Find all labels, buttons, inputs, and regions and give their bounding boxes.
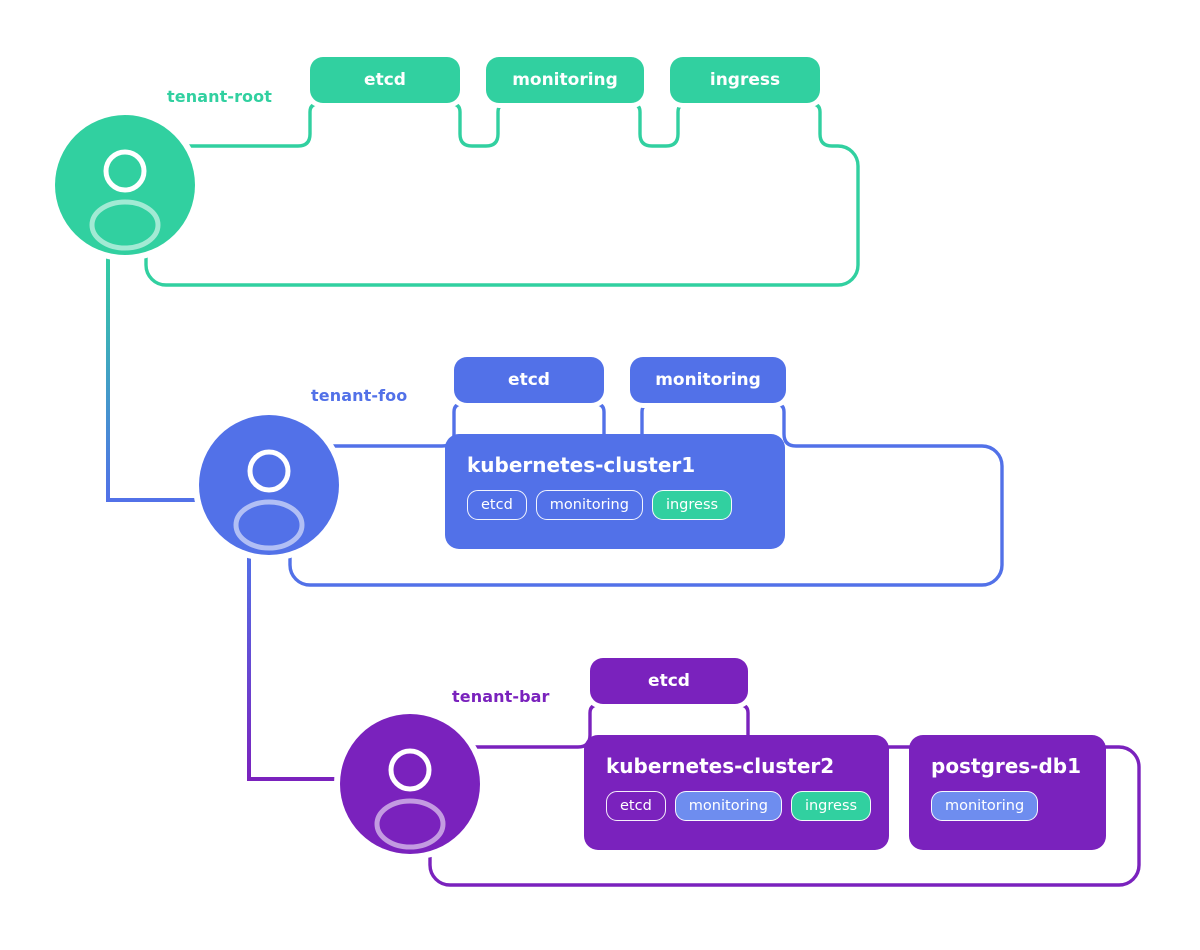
chip-label: monitoring (655, 370, 761, 390)
chip-label: etcd (648, 671, 690, 691)
card-title: kubernetes-cluster1 (467, 453, 696, 477)
tenant-root-chip-ingress[interactable]: ingress (670, 57, 820, 103)
chip-label: monitoring (512, 70, 618, 90)
tenant-bar-avatar[interactable] (340, 714, 480, 854)
card-pill-list: etcd monitoring ingress (606, 791, 872, 821)
tenant-bar-label: tenant-bar (445, 688, 557, 706)
tenant-root-label: tenant-root (160, 88, 279, 106)
chip-label: etcd (508, 370, 550, 390)
pill-etcd[interactable]: etcd (467, 490, 527, 520)
tenant-bar-outline (428, 703, 1141, 887)
card-title: kubernetes-cluster2 (606, 754, 835, 778)
tenant-foo-chip-etcd[interactable]: etcd (454, 357, 604, 403)
user-avatar-icon (233, 449, 305, 551)
tenant-root-outline (144, 102, 860, 287)
user-avatar-icon (89, 149, 161, 251)
pill-monitoring[interactable]: monitoring (931, 791, 1039, 821)
pill-ingress[interactable]: ingress (651, 490, 733, 520)
chip-label: etcd (364, 70, 406, 90)
user-avatar-icon (374, 748, 446, 850)
chip-label: ingress (709, 70, 781, 90)
tenant-root-avatar[interactable] (55, 115, 195, 255)
pill-monitoring[interactable]: monitoring (674, 791, 782, 821)
card-title: postgres-db1 (931, 754, 1082, 778)
card-pill-list: etcd monitoring ingress (467, 490, 763, 520)
tenant-bar-chip-etcd[interactable]: etcd (590, 658, 748, 704)
pill-monitoring[interactable]: monitoring (535, 490, 643, 520)
card-kubernetes-cluster1[interactable]: kubernetes-cluster1 etcd monitoring ingr… (445, 434, 785, 549)
tenant-foo-avatar[interactable] (199, 415, 339, 555)
card-postgres-db1[interactable]: postgres-db1 monitoring (909, 735, 1106, 850)
tenant-foo-label: tenant-foo (304, 387, 415, 405)
tenant-root-chip-monitoring[interactable]: monitoring (486, 57, 644, 103)
tenant-root-chip-etcd[interactable]: etcd (310, 57, 460, 103)
pill-ingress[interactable]: ingress (790, 791, 872, 821)
card-kubernetes-cluster2[interactable]: kubernetes-cluster2 etcd monitoring ingr… (584, 735, 889, 850)
pill-etcd[interactable]: etcd (606, 791, 666, 821)
card-pill-list: monitoring (931, 791, 1084, 821)
tenant-foo-chip-monitoring[interactable]: monitoring (630, 357, 786, 403)
